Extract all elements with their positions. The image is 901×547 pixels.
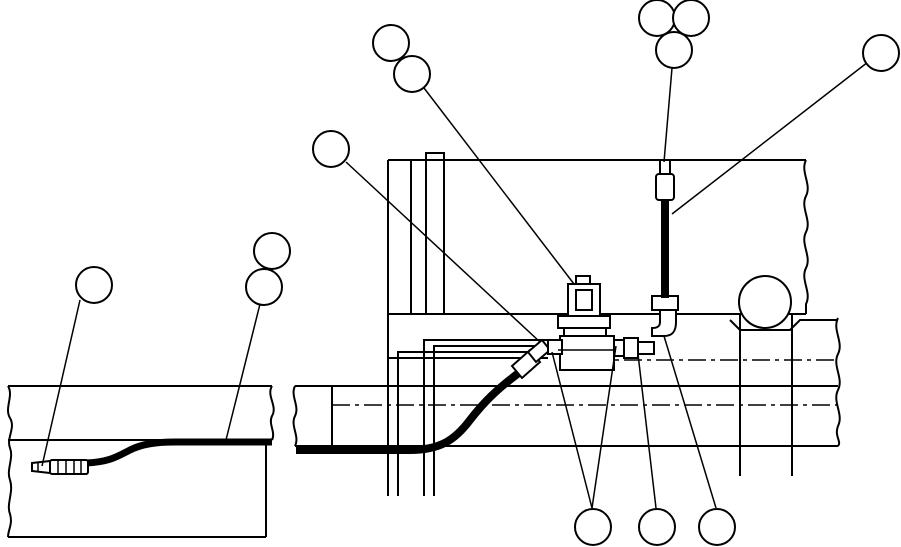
callout-10 <box>862 34 900 72</box>
callout-7 <box>638 0 676 37</box>
callout-12 <box>638 508 676 546</box>
leader-lines <box>41 61 869 509</box>
hose-left-section <box>85 438 272 467</box>
callout-2 <box>253 232 291 270</box>
callout-8 <box>672 0 710 37</box>
callout-13 <box>698 508 736 546</box>
callout-1 <box>75 266 113 304</box>
hose-end-fitting-left <box>31 459 89 475</box>
callouts <box>75 0 900 546</box>
hose-vertical-section <box>655 159 675 298</box>
callout-11 <box>574 508 612 546</box>
cylinder-tank <box>729 275 838 331</box>
upper-body-structure <box>387 152 809 386</box>
pressure-valve <box>547 275 615 371</box>
hose-main-section <box>296 368 523 454</box>
callout-3 <box>245 268 283 306</box>
callout-9 <box>655 31 693 69</box>
callout-6 <box>393 55 431 93</box>
callout-4 <box>312 130 350 168</box>
callout-5 <box>372 24 410 62</box>
